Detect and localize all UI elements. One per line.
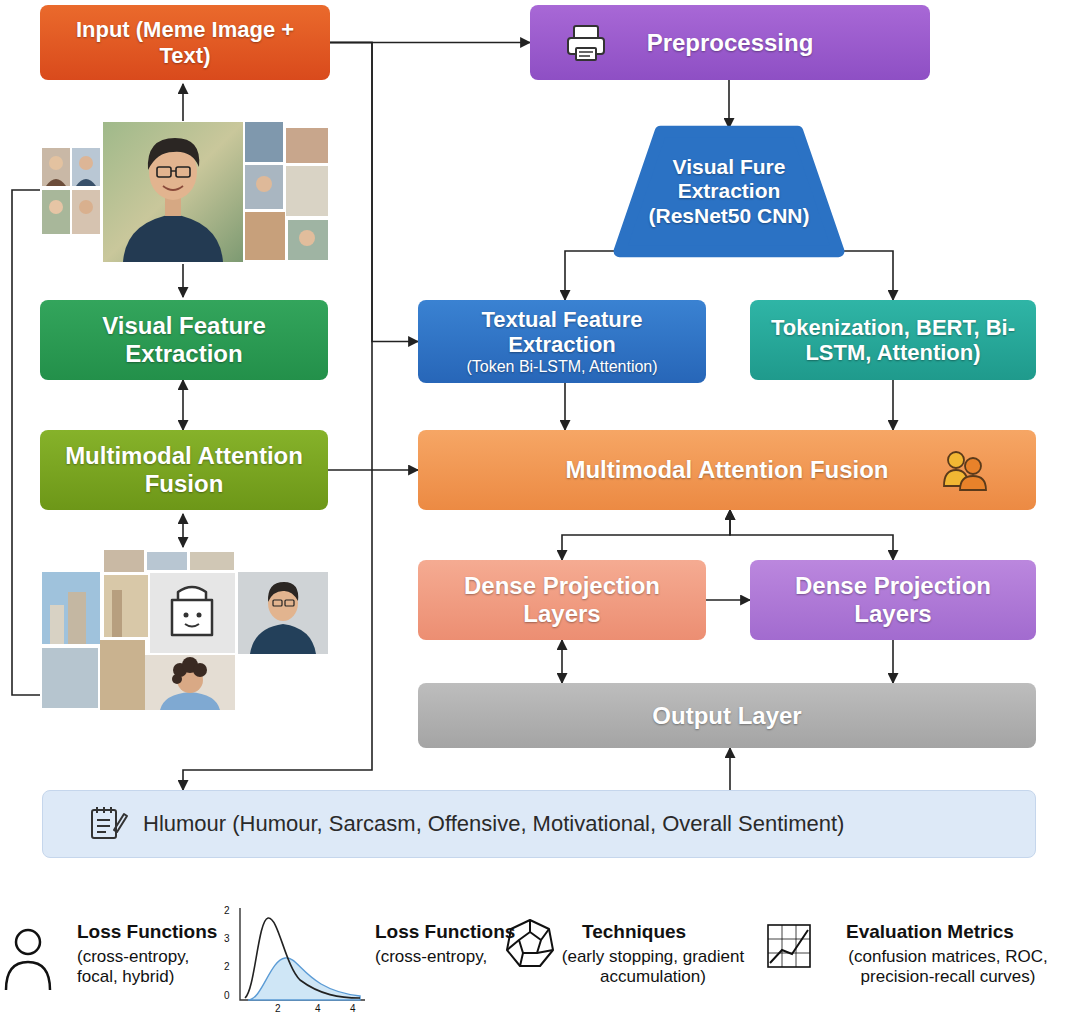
process-box: Textual Feature Extraction(Token Bi-LSTM…: [418, 300, 706, 383]
node-title: Output Layer: [652, 702, 801, 730]
arrow-line: [182, 264, 184, 297]
flow-arrow: [564, 383, 566, 430]
flow-arrow: [328, 469, 418, 471]
node-subtitle: (Token Bi-LSTM, Attention): [466, 358, 657, 376]
label-text: (cross-entropy,: [375, 947, 487, 967]
node-title: Dense Projection Layers: [762, 572, 1024, 627]
trapezoid-shape: [620, 132, 839, 251]
evaluation-chart-icon: [768, 925, 810, 967]
process-box: Tokenization, BERT, Bi-LSTM, Attention): [750, 300, 1036, 380]
input-box: Input (Meme Image + Text): [40, 5, 330, 80]
flow-arrow: [729, 748, 731, 790]
axis-tick: 0: [224, 990, 230, 1002]
label-heading: Loss Functions: [375, 921, 515, 944]
label-text: (cross-entropy, focal, hybrid): [77, 947, 227, 988]
label-text: (early stopping, gradient accumulation): [548, 947, 758, 988]
node-title: Textual Feature Extraction: [430, 307, 694, 358]
meme-photo-collage: [42, 122, 328, 262]
flow-arrow: [565, 251, 620, 300]
node-title: Multimodal Attention Fusion: [565, 456, 888, 484]
flow-arrow: [838, 251, 893, 300]
flow-arrow: [183, 43, 372, 791]
axis-tick: 2: [224, 961, 230, 973]
axis-tick: 2: [275, 1003, 281, 1015]
axis-tick: 2: [224, 905, 230, 917]
flow-arrow: [182, 380, 184, 430]
node-title: Input (Meme Image + Text): [52, 17, 318, 68]
dense-box: Dense Projection Layers: [418, 560, 706, 640]
axis-tick: 4: [315, 1003, 321, 1015]
notepad-icon: [92, 807, 127, 838]
class-band: Hlumour (Humour, Sarcasm, Offensive, Mot…: [42, 790, 1036, 858]
process-box: Visual Feature Extraction: [40, 300, 328, 380]
arrow-line: [182, 514, 184, 547]
node-title: Dense Projection Layers: [430, 572, 694, 627]
label-heading: Techniques: [582, 921, 686, 944]
distribution-chart: [240, 908, 365, 1000]
node-title: Visual Fure Extraction (ResNet50 CNN): [637, 155, 821, 227]
person-icon: [6, 930, 50, 990]
flow-arrow: [561, 640, 563, 683]
fusion-box: Multimodal Attention Fusion: [40, 430, 328, 510]
fusion-box: Multimodal Attention Fusion: [418, 430, 1036, 510]
flow-arrow: [728, 80, 730, 128]
node-title: Tokenization, BERT, Bi-LSTM, Attention): [762, 315, 1024, 366]
people-icon: [944, 452, 986, 490]
node-title: Visual Feature Extraction: [52, 312, 316, 367]
dense-box: Dense Projection Layers: [750, 560, 1036, 640]
flow-arrow: [330, 43, 418, 342]
node-title: Multimodal Attention Fusion: [52, 442, 316, 497]
output-box: Output Layer: [418, 683, 1036, 748]
flow-arrow: [892, 380, 894, 430]
label-text: (confusion matrices, ROC, precision-reca…: [832, 947, 1064, 988]
arrow-line: [182, 84, 184, 121]
label-heading: Evaluation Metrics: [846, 921, 1014, 944]
bracket-line: [12, 190, 40, 695]
output-photo-collage: [42, 550, 328, 710]
flow-arrow: [730, 510, 893, 560]
node-title: Preprocessing: [647, 29, 814, 57]
extraction-trapezoid: Visual Fure Extraction (ResNet50 CNN): [615, 128, 843, 255]
axis-tick: 3: [224, 933, 230, 945]
flow-arrow: [892, 640, 894, 683]
flow-arrow: [706, 599, 750, 601]
flow-arrow: [562, 510, 730, 560]
node-title: Hlumour (Humour, Sarcasm, Offensive, Mot…: [143, 811, 844, 836]
axis-tick: 4: [350, 1003, 356, 1015]
printer-icon: [568, 26, 604, 60]
label-heading: Loss Functions: [77, 921, 217, 944]
